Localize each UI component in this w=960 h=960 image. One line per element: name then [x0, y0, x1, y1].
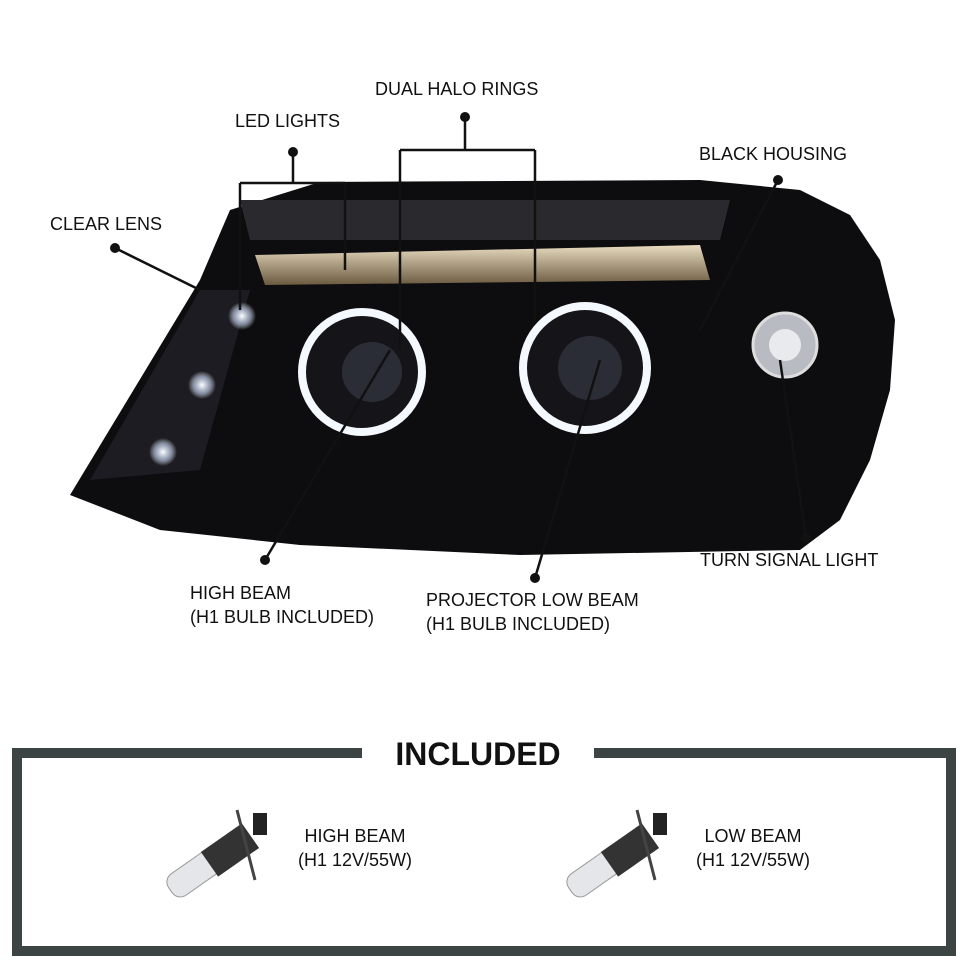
included-item-high-beam: HIGH BEAM (H1 12V/55W)	[298, 824, 412, 872]
turn-signal-lamp	[751, 311, 819, 379]
headlight-housing	[70, 180, 895, 555]
included-item-spec: (H1 12V/55W)	[298, 850, 413, 870]
callout-dots	[110, 112, 811, 583]
callout-low-beam-line1: PROJECTOR LOW BEAM	[426, 590, 639, 610]
included-item-label: HIGH BEAM	[304, 826, 406, 846]
led-lights	[149, 302, 256, 466]
callout-clear-lens: CLEAR LENS	[50, 214, 163, 234]
callout-projector-low-beam: PROJECTOR LOW BEAM (H1 BULB INCLUDED)	[426, 588, 639, 636]
callout-black-housing: BLACK HOUSING	[699, 144, 848, 164]
h1-bulb-icon	[166, 809, 267, 898]
h1-bulb-icon	[566, 809, 667, 898]
halo-ring-left	[298, 308, 426, 436]
callout-high-beam-line1: HIGH BEAM	[190, 583, 292, 603]
included-item-spec: (H1 12V/55W)	[696, 850, 811, 870]
callout-low-beam-line2: (H1 BULB INCLUDED)	[426, 614, 611, 634]
included-title: INCLUDED	[362, 728, 594, 780]
callout-turn-signal-light: TURN SIGNAL LIGHT	[700, 550, 879, 570]
included-item-low-beam: LOW BEAM (H1 12V/55W)	[696, 824, 810, 872]
callout-high-beam-line2: (H1 BULB INCLUDED)	[190, 607, 375, 627]
included-item-label: LOW BEAM	[704, 826, 802, 846]
callout-led-lights: LED LIGHTS	[235, 111, 341, 131]
callout-lines	[114, 117, 808, 579]
callout-high-beam: HIGH BEAM (H1 BULB INCLUDED)	[190, 581, 374, 629]
callout-dual-halo-rings: DUAL HALO RINGS	[375, 79, 539, 99]
halo-ring-right	[519, 302, 651, 434]
